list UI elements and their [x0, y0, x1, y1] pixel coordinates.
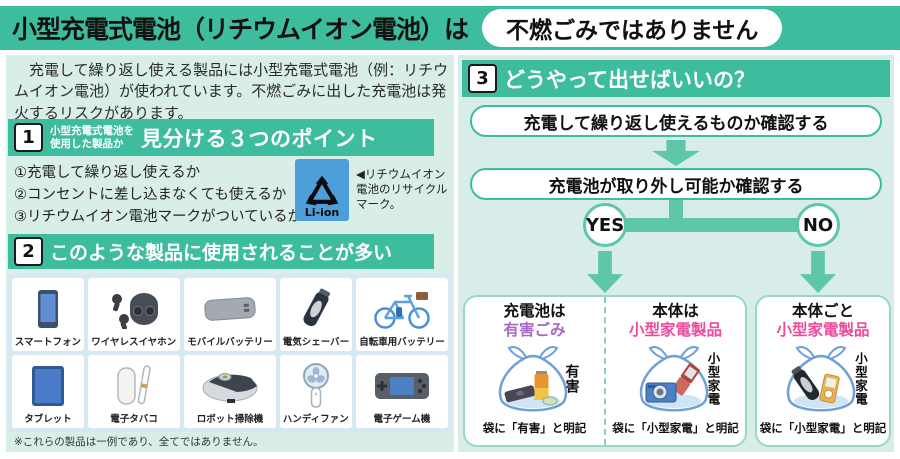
header-badge: 不燃ごみではありません [482, 9, 783, 47]
result-caption: 袋に「小型家電」と明記 [759, 420, 887, 435]
mobile-battery-icon [202, 281, 258, 337]
section2-number-badge: 2 [14, 237, 43, 266]
small-appliance-bag-icon: 小型家電 [776, 342, 870, 418]
no-result-box: 本体ごと 小型家電製品 小型家電 袋に「小型家電」と明記 [755, 295, 891, 447]
result-cell-appliance-battery-removed: 本体は 小型家電製品 小型家電 袋に「小型家電」と明記 [604, 297, 745, 445]
section1-subtitle: 小型充電式電池を 使用した製品か [50, 125, 134, 149]
product-label: 電子ゲーム機 [373, 414, 431, 425]
result-cell-hazardous: 充電池は 有害ごみ 有害 袋に「有 [465, 297, 604, 445]
down-arrow-icon [587, 251, 623, 293]
header-bar: 小型充電式電池（リチウムイオン電池）は 不燃ごみではありません [0, 6, 900, 50]
product-label: 電子タバコ [110, 414, 158, 425]
product-card: 電気シェーバー [279, 278, 352, 351]
robot-vacuum-icon [201, 358, 259, 414]
bicycle-battery-icon [372, 281, 432, 337]
product-card: タブレット [12, 355, 85, 428]
product-card: ワイヤレスイヤホン [88, 278, 180, 351]
yes-result-box: 充電池は 有害ごみ 有害 袋に「有 [463, 295, 747, 447]
no-node: NO [796, 203, 840, 247]
section3-header: 3 どうやって出せばいいの？ [462, 60, 890, 97]
product-label: スマートフォン [15, 337, 82, 348]
section1-title: 見分ける３つのポイント [141, 126, 378, 151]
yes-node: YES [583, 203, 627, 247]
product-card: 電子ゲーム機 [356, 355, 448, 428]
e-cigarette-icon [112, 358, 156, 414]
liion-mark-caption: ◀リチウムイオン電池のリサイクルマーク。 [356, 167, 448, 211]
section3-title: どうやって出せばいいの？ [504, 67, 755, 92]
product-label: モバイルバッテリー [186, 337, 273, 348]
left-panel: 充電して繰り返し使える製品には小型充電式電池（例：リチウムイオン電池）が使われて… [6, 55, 454, 452]
product-card: スマートフォン [12, 278, 85, 351]
product-label: 自転車用バッテリー [359, 337, 445, 348]
smartphone-icon [36, 281, 60, 337]
right-panel: 3 どうやって出せばいいの？ 充電して繰り返し使えるものか確認する 充電池が取り… [458, 55, 894, 452]
product-label: 電気シェーバー [282, 337, 350, 348]
result-caption: 袋に「小型家電」と明記 [612, 420, 739, 435]
checkpoint-list: ①充電して繰り返し使えるか ②コンセントに差し込まなくても使えるか ③リチウムイ… [14, 163, 302, 228]
connector-bar [605, 218, 818, 232]
section2-title: このような製品に使用されることが多い [50, 242, 393, 264]
game-console-icon [374, 358, 430, 414]
bag-label: 小型家電 [705, 351, 721, 406]
product-label: ロボット掃除機 [196, 414, 263, 425]
products-footnote: ※これらの製品は一例であり、全てではありません。 [14, 436, 264, 448]
hazard-waste-bag-icon: 有害 [488, 342, 582, 418]
result-title: 充電池は [503, 302, 566, 320]
result-category: 小型家電製品 [628, 321, 722, 340]
section1-header: 1 小型充電式電池を 使用した製品か 見分ける３つのポイント [8, 119, 434, 156]
bag-label: 有害 [563, 363, 580, 394]
product-card: モバイルバッテリー [183, 278, 276, 351]
product-grid: スマートフォン ワイヤレスイヤホン モバイルバッテリー 電気シェーバー [8, 274, 452, 432]
page-title: 小型充電式電池（リチウムイオン電池）は [12, 15, 469, 44]
checkpoint-item: ③リチウムイオン電池マークがついているか [14, 208, 303, 225]
intro-paragraph: 充電して繰り返し使える製品には小型充電式電池（例：リチウムイオン電池）が使われて… [14, 61, 449, 122]
result-category: 有害ごみ [503, 321, 566, 340]
result-title: 本体は [652, 302, 699, 320]
connector-stem [669, 200, 683, 222]
flow-step-1: 充電して繰り返し使えるものか確認する [470, 105, 882, 137]
section3-number-badge: 3 [468, 64, 497, 93]
product-card: 電子タバコ [88, 355, 180, 428]
bag-label: 小型家電 [853, 351, 868, 406]
section1-subtitle-line1: 小型充電式電池を [50, 125, 134, 138]
result-title: 本体ごと [791, 302, 854, 320]
product-label: ワイヤレスイヤホン [91, 337, 177, 348]
product-label: タブレット [24, 414, 72, 425]
down-arrow-icon [652, 140, 700, 166]
product-card: ハンディファン [279, 355, 352, 428]
section1-number-badge: 1 [14, 123, 43, 152]
product-card: 自転車用バッテリー [356, 278, 448, 351]
checkpoint-item: ②コンセントに差し込まなくても使えるか [14, 186, 287, 203]
product-card: ロボット掃除機 [183, 355, 276, 428]
electric-shaver-icon [299, 281, 333, 337]
liion-mark-label: Li-ion [304, 206, 340, 219]
result-cell-whole-appliance: 本体ごと 小型家電製品 小型家電 袋に「小型家電」と明記 [757, 297, 889, 445]
flow-step-2: 充電池が取り外し可能か確認する [470, 168, 882, 200]
product-label: ハンディファン [282, 414, 349, 425]
down-arrow-icon [800, 251, 836, 293]
small-appliance-bag-icon: 小型家電 [629, 342, 723, 418]
section2-header: 2 このような製品に使用されることが多い [8, 234, 434, 269]
handy-fan-icon [301, 358, 331, 414]
recycle-arrows-icon [305, 175, 339, 206]
result-caption: 袋に「有害」と明記 [482, 420, 587, 435]
tablet-icon [30, 358, 66, 414]
liion-recycle-mark: Li-ion [295, 159, 349, 221]
result-category: 小型家電製品 [776, 321, 870, 340]
section1-subtitle-line2: 使用した製品か [50, 137, 124, 150]
wireless-earphones-icon [108, 281, 160, 337]
checkpoint-item: ①充電して繰り返し使えるか [14, 165, 201, 181]
